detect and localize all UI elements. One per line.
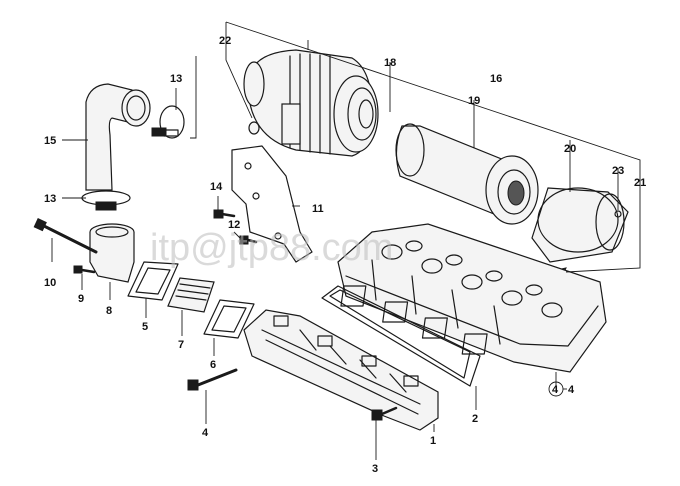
label-16: 16: [490, 73, 502, 85]
long-bolt: [33, 218, 98, 254]
label-6: 6: [210, 359, 216, 371]
small-bolt-9: [73, 265, 96, 274]
label-18: 18: [384, 57, 396, 69]
label-1: 1: [430, 435, 436, 447]
watermark: itp@jtp88.com: [150, 227, 393, 269]
label-2: 2: [472, 413, 478, 425]
bolt-4: [187, 368, 238, 391]
clip-23: [614, 210, 622, 218]
label-9: 9: [78, 293, 84, 305]
label-14: 14: [210, 181, 223, 193]
label-3: 3: [372, 463, 378, 475]
label-19: 19: [468, 95, 480, 107]
bolt-14: [213, 209, 236, 219]
manifold-gasket-2: [321, 285, 481, 387]
label-13-lower: 13: [44, 193, 56, 205]
label-7: 7: [178, 339, 184, 351]
clip-22: [248, 121, 260, 135]
leader-lines: [51, 21, 641, 460]
label-15: 15: [44, 135, 56, 147]
part-labels: 22 18 16 19 13 20 23 21 15 13 14 11 12 1…: [44, 35, 646, 475]
bolt-12: [239, 235, 258, 245]
hose-clamp-upper: [151, 105, 185, 139]
hose-clamp-lower: [81, 190, 131, 211]
label-8: 8: [106, 305, 112, 317]
bracket-11: [231, 145, 313, 263]
bolt-3: [371, 406, 398, 421]
label-21: 21: [634, 177, 646, 189]
label-20: 20: [564, 143, 576, 155]
label-5: 5: [142, 321, 148, 333]
label-4-head-suffix: 4: [568, 384, 575, 396]
intake-adapter: [89, 223, 135, 283]
label-11: 11: [312, 203, 324, 215]
pre-cleaner-element-18: [333, 75, 379, 153]
intake-elbow-pipe: [85, 83, 151, 191]
label-4-bolt: 4: [202, 427, 209, 439]
label-22: 22: [219, 35, 231, 47]
inner-element-20: [531, 187, 629, 263]
gasket-5: [127, 261, 179, 301]
intake-heater-7: [167, 277, 215, 313]
label-23: 23: [612, 165, 624, 177]
gasket-6: [203, 299, 255, 339]
label-12: 12: [228, 219, 240, 231]
label-4-head: 4: [552, 384, 559, 396]
label-10: 10: [44, 277, 56, 289]
intake-manifold-1: [243, 309, 439, 431]
filter-element-19: [395, 123, 539, 225]
label-13-upper: 13: [170, 73, 182, 85]
